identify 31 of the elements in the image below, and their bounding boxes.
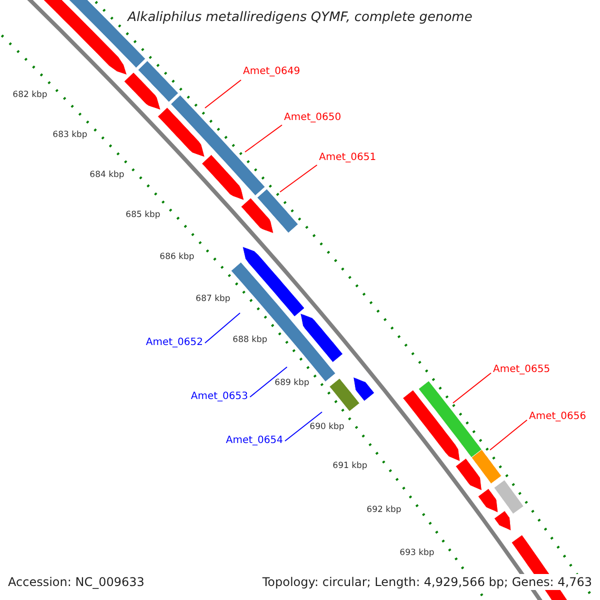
map-title: Alkaliphilus metalliredigens QYMF, complete genome [126, 9, 474, 27]
kbp-tick-label: 693 kbp [400, 548, 434, 558]
leader-line [250, 366, 288, 398]
kbp-tick-label: 688 kbp [232, 335, 268, 345]
leader-line [284, 412, 322, 442]
gene-label: Amet_0652 [146, 336, 203, 350]
leader-line [280, 164, 318, 192]
kbp-tick-label: 686 kbp [160, 252, 194, 262]
kbp-tick-label: 690 kbp [310, 422, 344, 432]
gene-label: Amet_0655 [493, 363, 550, 377]
kbp-tick-label: 689 kbp [274, 378, 310, 388]
kbp-tick-label: 684 kbp [90, 170, 124, 180]
kbp-tick-label: 685 kbp [126, 210, 160, 220]
accession-text: Accession: NC_009633 [8, 574, 144, 590]
kbp-tick-label: 687 kbp [196, 294, 230, 304]
gene-label: Amet_0653 [190, 390, 248, 404]
kbp-tick-label: 692 kbp [366, 505, 402, 515]
gene-label: Amet_0654 [226, 434, 283, 448]
leader-line [204, 312, 240, 344]
kbp-tick-label: 683 kbp [52, 130, 88, 140]
gene-label: Amet_0650 [284, 111, 342, 125]
gene-label: Amet_0651 [319, 151, 376, 165]
gene-label: Amet_0649 [243, 65, 300, 79]
leader-line [452, 372, 492, 404]
leader-line [490, 420, 528, 450]
kbp-tick-label: 682 kbp [12, 90, 48, 100]
leader-line [204, 80, 242, 108]
kbp-tick-label: 691 kbp [332, 461, 368, 471]
genome-summary-text: Topology: circular; Length: 4,929,566 bp; Genes: 4,763 [262, 574, 592, 590]
gene-label: Amet_0656 [529, 410, 586, 424]
leader-line [244, 124, 282, 152]
